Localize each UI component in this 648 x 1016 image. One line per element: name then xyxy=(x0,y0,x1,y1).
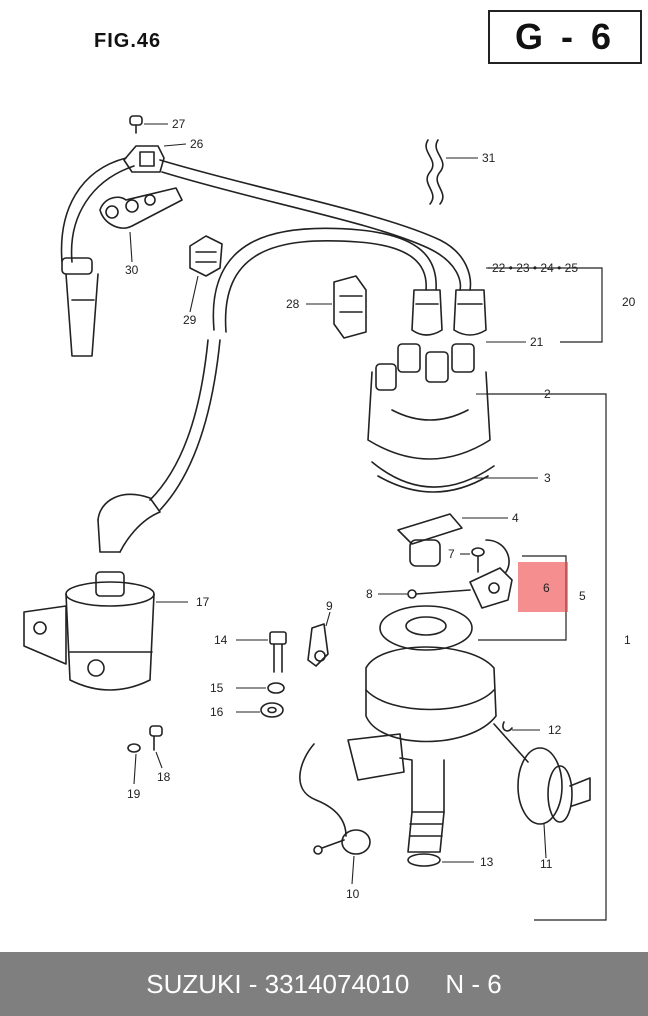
plug-boots xyxy=(411,289,487,336)
part-29-clip xyxy=(189,235,223,277)
part-number-caption: SUZUKI - 3314074010 N - 6 xyxy=(146,969,502,999)
highlight-part-6 xyxy=(518,562,568,612)
part-9-terminal xyxy=(307,623,329,667)
callout-9: 9 xyxy=(326,599,333,613)
callout-12: 12 xyxy=(548,723,562,737)
callout-3: 3 xyxy=(544,471,551,485)
part-3-gasket xyxy=(371,461,495,493)
callout-31: 31 xyxy=(482,151,496,165)
coil-high-tension-cable xyxy=(60,157,135,357)
part-15-nut xyxy=(267,682,285,694)
callout-19: 19 xyxy=(127,787,141,801)
part-16-washer xyxy=(260,702,284,718)
coil-lead-wire xyxy=(97,339,221,553)
plug-cable-left xyxy=(212,227,437,333)
figure-title: FIG.46 xyxy=(94,30,162,52)
reference-code: G - 6 xyxy=(514,16,615,57)
part-8-lead-wire xyxy=(407,589,471,599)
callout-6: 6 xyxy=(543,581,550,595)
leader-lines xyxy=(129,123,547,885)
part-1-distributor-housing xyxy=(347,646,497,853)
footer-bar: SUZUKI - 3314074010 N - 6 xyxy=(0,952,648,1016)
callout-21: 21 xyxy=(530,335,544,349)
callout-10: 10 xyxy=(346,887,360,901)
part-26-clamp xyxy=(123,145,165,173)
callout-16: 16 xyxy=(210,705,224,719)
plug-cable-right xyxy=(159,159,472,291)
part-6-contact-assembly xyxy=(469,539,513,609)
part-31-clip xyxy=(425,139,444,205)
callout-1: 1 xyxy=(624,633,631,647)
part-30-holder xyxy=(99,187,183,229)
breaker-plate xyxy=(379,605,473,651)
part-10-condenser xyxy=(299,743,371,855)
callout-14: 14 xyxy=(214,633,228,647)
callout-4: 4 xyxy=(512,511,519,525)
part-12-clip xyxy=(502,721,513,732)
callout-8: 8 xyxy=(366,587,373,601)
part-14-bolt xyxy=(269,631,287,673)
callout-27: 27 xyxy=(172,117,186,131)
part-7-screw xyxy=(471,547,485,573)
callout-29: 29 xyxy=(183,313,197,327)
part-13-o-ring xyxy=(407,853,441,867)
callout-26: 26 xyxy=(190,137,204,151)
callout-2: 2 xyxy=(544,387,551,401)
part-17-ignition-coil xyxy=(23,571,155,691)
callout-labels: 27 26 31 30 29 28 22 • 23 • 24 • 25 20 2… xyxy=(125,117,636,901)
reference-code-box: G - 6 xyxy=(488,10,642,64)
callout-22-25: 22 • 23 • 24 • 25 xyxy=(492,261,578,275)
callout-17: 17 xyxy=(196,595,210,609)
part-18-bolt xyxy=(149,725,163,751)
callout-13: 13 xyxy=(480,855,494,869)
callout-20: 20 xyxy=(622,295,636,309)
part-2-distributor-cap xyxy=(367,343,491,460)
callout-18: 18 xyxy=(157,770,171,784)
callout-11: 11 xyxy=(540,857,553,871)
part-28-clip xyxy=(333,275,367,339)
callout-30: 30 xyxy=(125,263,139,277)
callout-28: 28 xyxy=(286,297,300,311)
part-4-rotor xyxy=(397,513,463,567)
exploded-parts-diagram: 27 26 31 30 29 28 22 • 23 • 24 • 25 20 2… xyxy=(23,115,636,921)
callout-15: 15 xyxy=(210,681,224,695)
callout-7: 7 xyxy=(448,547,455,561)
part-11-vacuum-advance xyxy=(493,723,591,825)
part-27-bolt xyxy=(129,115,143,134)
part-19-washer xyxy=(127,743,141,753)
callout-5: 5 xyxy=(579,589,586,603)
